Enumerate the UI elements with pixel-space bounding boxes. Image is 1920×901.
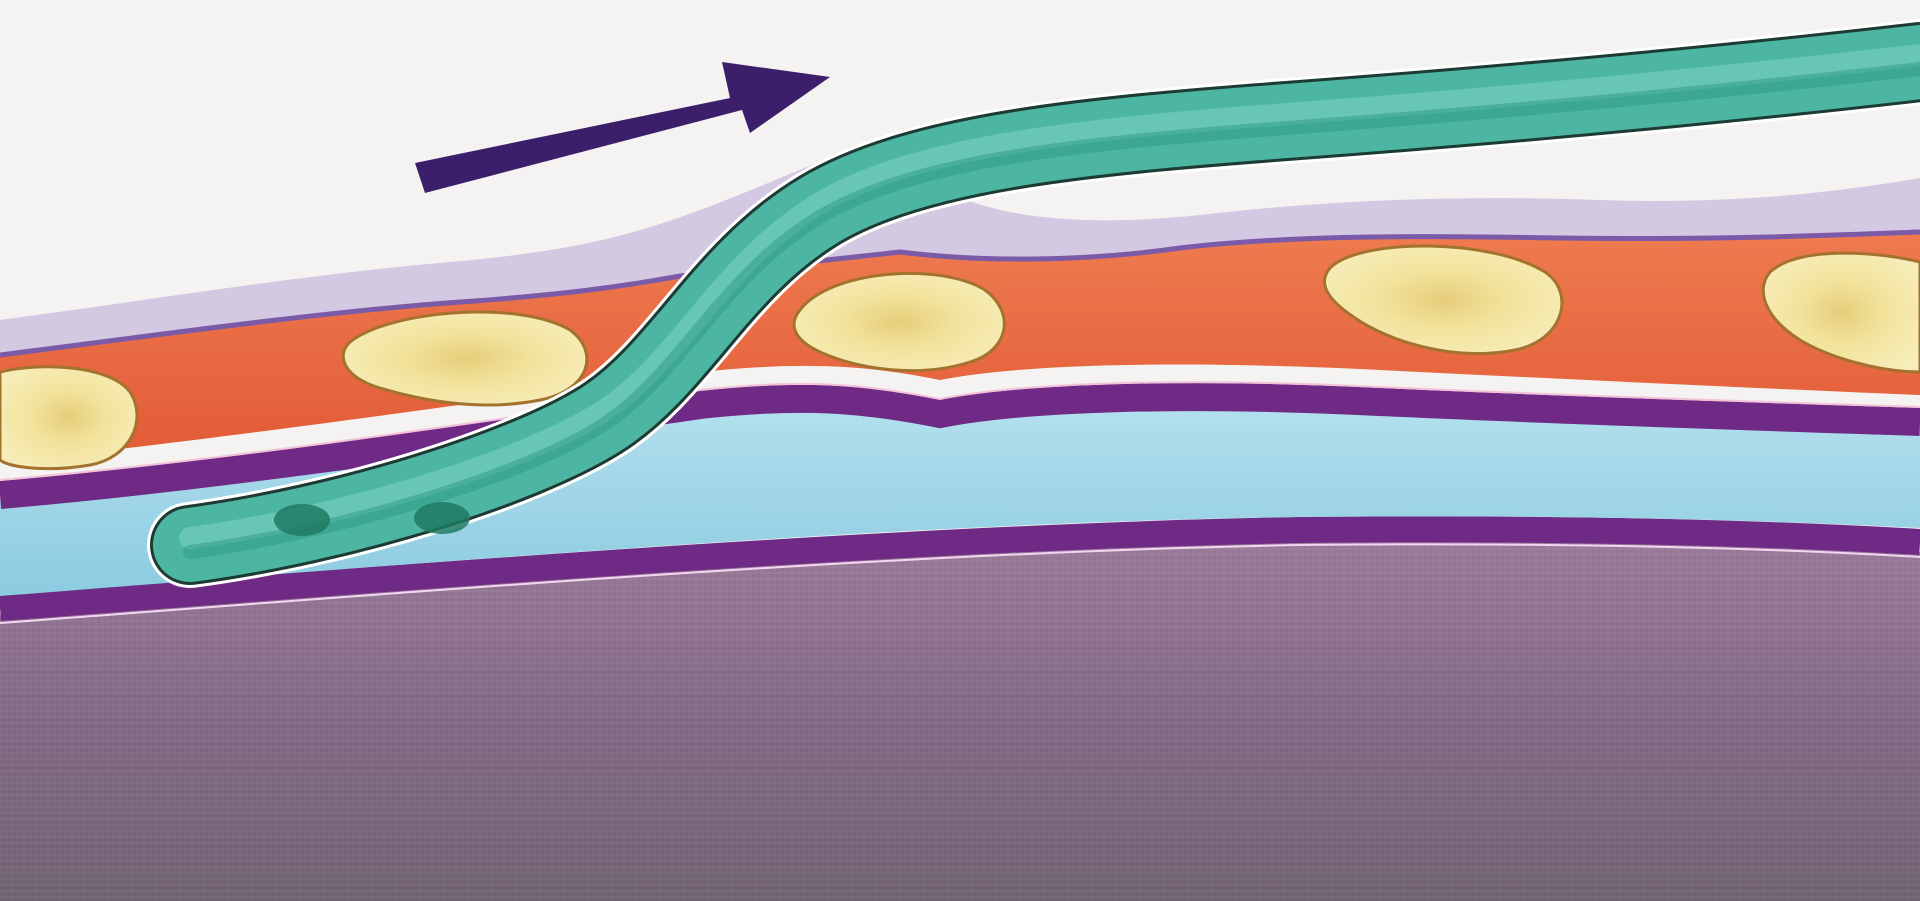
nucleus bbox=[0, 367, 137, 469]
arrow-right-icon bbox=[415, 62, 830, 193]
filament-granule bbox=[414, 502, 470, 534]
filament-granule bbox=[274, 504, 330, 536]
